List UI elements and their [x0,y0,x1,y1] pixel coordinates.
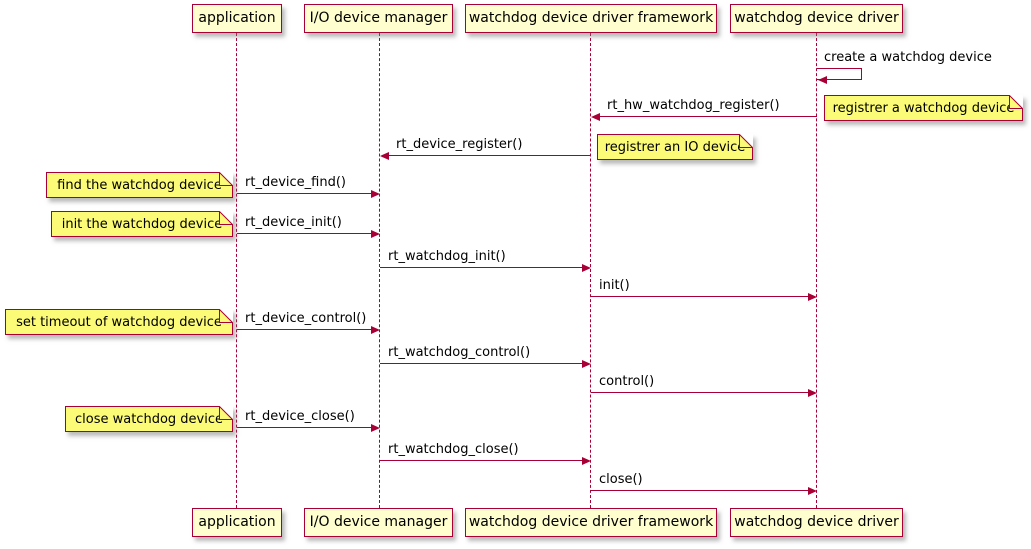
message-label-close: close() [599,472,643,487]
message-label-rt-device-control: rt_device_control() [245,311,367,326]
note-fold-corner-icon [219,309,233,323]
message-line-control [591,392,808,393]
message-line-rt-device-find [237,193,371,194]
note-text: registrer an IO device [604,140,746,155]
message-label-init: init() [599,278,630,293]
participant-io-device-manager-bottom: I/O device manager [304,508,453,537]
note-fold-corner-icon [739,134,753,148]
message-label-rt-watchdog-control: rt_watchdog_control() [388,345,531,360]
note-text: find the watchdog device [57,178,222,193]
message-line-rt-device-close [237,427,371,428]
note-set-timeout-watchdog-device: set timeout of watchdog device [5,309,233,335]
message-label-create-watchdog-device: create a watchdog device [824,50,992,65]
note-fold-corner-icon [219,211,233,225]
message-label-rt-hw-watchdog-register: rt_hw_watchdog_register() [607,98,780,113]
message-arrowhead-rt-device-register [380,152,389,160]
note-registrer-watchdog-device: registrer a watchdog device [824,95,1023,121]
note-init-watchdog-device: init the watchdog device [51,211,233,237]
participant-watchdog-driver-top: watchdog device driver [730,4,903,33]
note-text: set timeout of watchdog device [16,315,222,330]
message-arrowhead-create-watchdog-device [818,76,827,84]
message-arrowhead-rt-device-find [371,190,380,198]
participant-watchdog-framework-top: watchdog device driver framework [465,4,717,33]
note-fold-corner-icon [1009,95,1023,109]
message-line-rt-watchdog-init [380,267,582,268]
participant-watchdog-framework-bottom: watchdog device driver framework [465,508,717,537]
message-arrowhead-control [808,389,817,397]
message-label-rt-device-register: rt_device_register() [396,137,523,152]
note-fold-corner-icon [219,406,233,420]
message-label-rt-watchdog-close: rt_watchdog_close() [388,442,519,457]
message-line-close [591,490,808,491]
message-arrowhead-rt-device-init [371,230,380,238]
message-line-rt-watchdog-close [380,460,582,461]
participant-io-device-manager-top: I/O device manager [304,4,453,33]
note-text: registrer a watchdog device [832,101,1015,116]
note-close-watchdog-device: close watchdog device [65,406,233,432]
participant-application-top: application [192,4,282,33]
message-line-rt-device-control [237,329,371,330]
message-line-rt-hw-watchdog-register [600,116,817,117]
note-fold-corner-icon [219,172,233,186]
lifeline-application [236,33,237,508]
message-arrowhead-rt-watchdog-control [582,360,591,368]
message-label-control: control() [599,374,655,389]
lifeline-io-device-manager [379,33,380,508]
message-line-rt-device-init [237,233,371,234]
note-find-watchdog-device: find the watchdog device [46,172,233,198]
message-selfloop-create-watchdog-device [817,68,862,80]
message-arrowhead-rt-hw-watchdog-register [591,113,600,121]
note-text: init the watchdog device [61,217,223,232]
message-line-rt-watchdog-control [380,363,582,364]
message-arrowhead-rt-device-close [371,424,380,432]
message-label-rt-device-close: rt_device_close() [245,409,355,424]
message-arrowhead-init [808,293,817,301]
message-line-rt-device-register [389,155,591,156]
participant-watchdog-driver-bottom: watchdog device driver [730,508,903,537]
message-label-rt-device-find: rt_device_find() [245,175,346,190]
lifeline-watchdog-driver [816,33,817,508]
message-arrowhead-close [808,487,817,495]
message-arrowhead-rt-device-control [371,326,380,334]
message-arrowhead-rt-watchdog-close [582,457,591,465]
message-arrowhead-rt-watchdog-init [582,264,591,272]
message-label-rt-device-init: rt_device_init() [245,215,342,230]
note-registrer-io-device: registrer an IO device [597,134,753,160]
note-text: close watchdog device [75,412,223,427]
message-label-rt-watchdog-init: rt_watchdog_init() [388,249,506,264]
participant-application-bottom: application [192,508,282,537]
message-line-init [591,296,808,297]
